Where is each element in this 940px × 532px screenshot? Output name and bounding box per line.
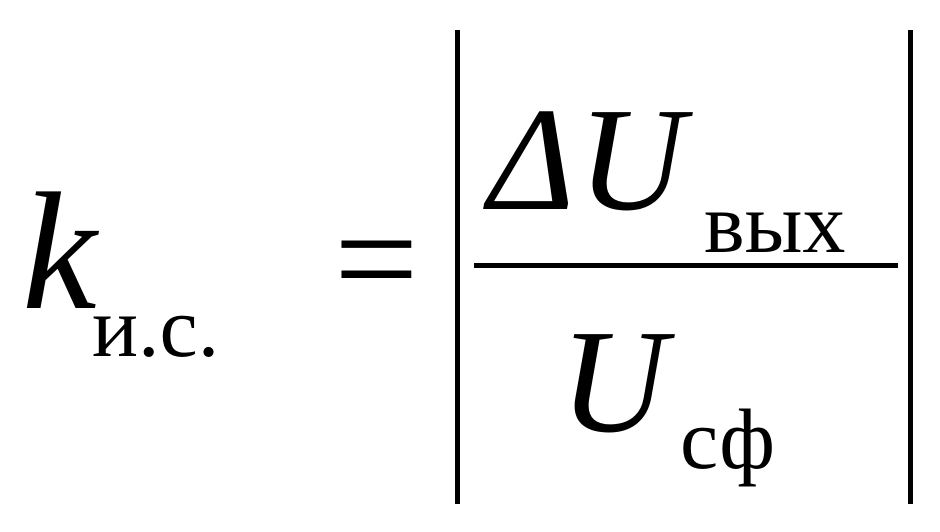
fraction-line — [474, 263, 898, 268]
equals-sign: = — [334, 176, 419, 342]
numerator-subscript: вых — [704, 175, 846, 271]
denominator-subscript: сф — [680, 391, 775, 487]
numerator-symbol: U — [578, 78, 685, 242]
denominator-symbol: U — [560, 300, 667, 464]
abs-bar-right — [908, 30, 913, 504]
abs-bar-left — [455, 30, 460, 504]
numerator-delta: Δ — [488, 78, 575, 242]
lhs-subscript: и.с. — [92, 279, 220, 375]
lhs-symbol: k — [22, 159, 97, 345]
